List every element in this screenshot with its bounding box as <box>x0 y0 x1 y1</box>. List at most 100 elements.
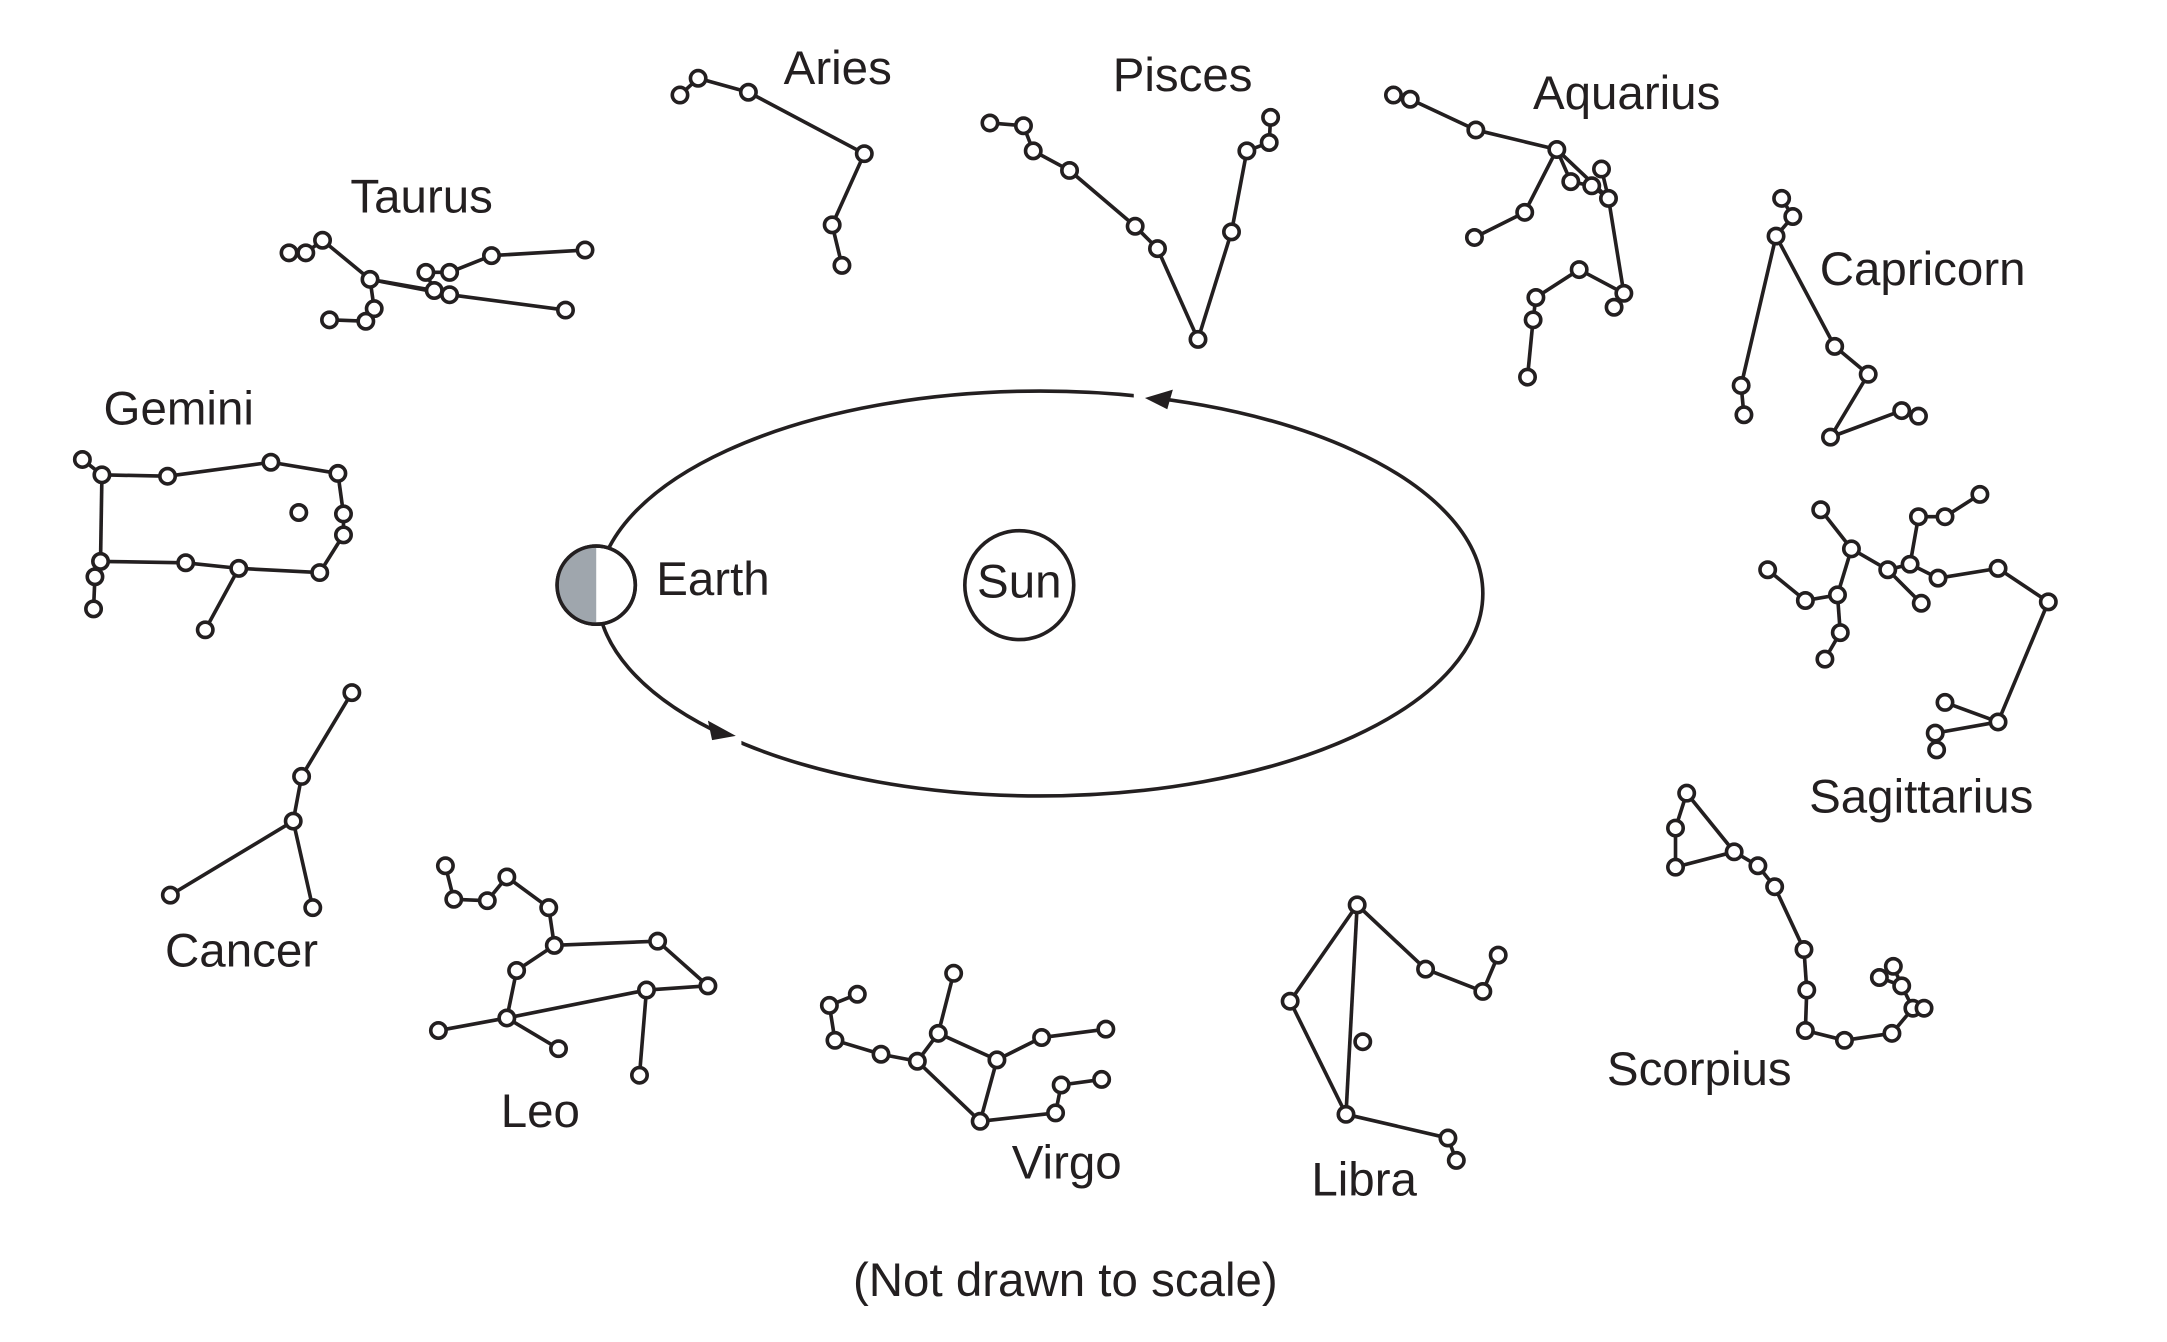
constellation-line <box>203 567 241 631</box>
constellation-line <box>98 474 104 562</box>
constellation-scorpius: Scorpius <box>1607 783 1934 1096</box>
constellation-line <box>1475 128 1558 152</box>
constellation-line <box>978 1059 999 1122</box>
constellation-line <box>491 248 586 258</box>
constellation-line <box>936 972 956 1034</box>
earth-outline <box>555 544 638 627</box>
constellation-line <box>1288 903 1359 1003</box>
star <box>1724 842 1744 862</box>
star <box>1970 484 1990 504</box>
constellation-line <box>1675 850 1735 869</box>
star <box>1908 507 1928 527</box>
star <box>1908 406 1928 426</box>
constellation-line <box>1937 566 1999 580</box>
star <box>1928 568 1948 588</box>
star <box>1060 160 1080 180</box>
star <box>416 262 436 282</box>
star <box>91 551 111 571</box>
star <box>1892 976 1912 996</box>
star <box>1882 1023 1902 1043</box>
star <box>549 1039 568 1059</box>
orbit-gap-bottom <box>719 723 742 755</box>
constellation-line <box>291 820 315 909</box>
star <box>1911 593 1931 613</box>
star <box>158 466 178 486</box>
star <box>1347 895 1367 915</box>
constellation-virgo: Virgo <box>819 963 1122 1190</box>
star <box>85 567 105 587</box>
star <box>292 766 312 786</box>
star <box>698 976 718 996</box>
star <box>356 311 376 331</box>
star <box>854 144 874 164</box>
constellation-label-virgo: Virgo <box>1012 1137 1122 1190</box>
star <box>1383 85 1403 105</box>
star <box>1758 560 1778 580</box>
constellation-line <box>1041 1027 1107 1040</box>
star <box>1604 297 1624 317</box>
star <box>160 885 180 905</box>
constellation-aquarius: Aquarius <box>1383 67 1720 387</box>
constellation-line <box>747 90 866 156</box>
constellation-line <box>1155 247 1200 341</box>
star <box>1353 1032 1373 1052</box>
constellation-line <box>1424 967 1484 994</box>
star <box>1523 310 1543 330</box>
constellation-pisces: Pisces <box>980 49 1281 349</box>
star <box>1051 1075 1071 1095</box>
star <box>1925 723 1945 743</box>
star <box>636 980 656 1000</box>
star <box>1927 740 1947 760</box>
star <box>1883 956 1903 976</box>
star <box>333 525 353 545</box>
star <box>819 995 839 1015</box>
star <box>1416 959 1436 979</box>
star <box>360 269 380 289</box>
star <box>435 856 455 876</box>
star <box>1900 554 1920 574</box>
star <box>1473 981 1493 1001</box>
star <box>1892 401 1912 421</box>
star <box>1772 188 1792 208</box>
constellation-line <box>656 939 710 988</box>
constellation-line <box>1409 97 1477 132</box>
star <box>944 963 964 983</box>
constellation-line <box>1739 235 1778 386</box>
star <box>738 82 758 102</box>
star <box>539 898 559 918</box>
constellation-line <box>1196 231 1234 340</box>
star <box>1032 1028 1052 1048</box>
star <box>1515 202 1535 222</box>
constellation-line <box>1288 1000 1348 1116</box>
constellation-label-taurus: Taurus <box>350 170 492 223</box>
star <box>1592 159 1612 179</box>
earth-shadow <box>557 546 597 625</box>
star <box>970 1111 990 1131</box>
constellation-line <box>1934 720 1999 735</box>
star <box>1988 712 2008 732</box>
constellation-line <box>270 460 339 476</box>
constellation-label-cancer: Cancer <box>165 924 318 977</box>
star <box>1841 539 1861 559</box>
star <box>1830 623 1850 643</box>
star <box>1259 133 1279 153</box>
star <box>648 931 668 951</box>
star <box>1734 405 1754 425</box>
star <box>1446 1150 1466 1170</box>
star <box>907 1051 927 1071</box>
constellation-line <box>449 292 566 312</box>
star <box>477 891 497 911</box>
star <box>688 68 708 88</box>
constellation-line <box>321 238 372 281</box>
earth-label: Earth <box>656 553 769 606</box>
star <box>481 246 501 266</box>
star <box>1547 140 1567 159</box>
star <box>1914 998 1934 1018</box>
star <box>1013 116 1033 136</box>
constellation-line <box>1345 1112 1449 1140</box>
constellation-line <box>1828 373 1870 439</box>
constellation-line <box>505 1016 560 1051</box>
star <box>84 599 104 619</box>
star <box>1988 558 2008 578</box>
star <box>92 465 112 485</box>
